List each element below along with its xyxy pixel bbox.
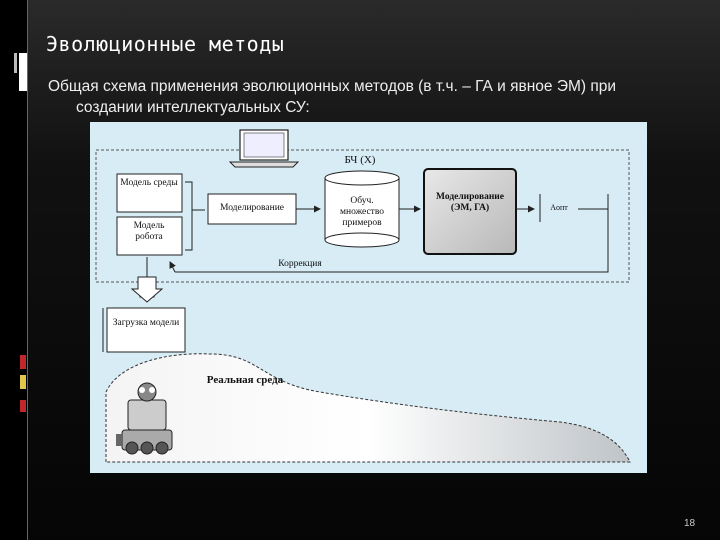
bch-label: БЧ (X) [344, 154, 376, 166]
correction-label: Коррекция [278, 259, 322, 269]
slide-title: Эволюционные методы [46, 32, 285, 56]
evo-modeling-label: Моделирование (ЭМ, ГА) [436, 192, 504, 213]
outer-dashed-frame [95, 149, 630, 283]
real-environment-area [105, 353, 631, 463]
robot-model-label: Модель робота [133, 221, 165, 242]
training-set-cylinder [324, 170, 400, 248]
evolution-scheme-diagram: Модель среды Модель робота Моделирование… [90, 122, 647, 473]
robot-icon [116, 382, 173, 455]
real-env-label: Реальная среда [206, 374, 284, 386]
down-arrow-icon [130, 276, 164, 303]
evo-modeling-box [423, 168, 517, 255]
env-model-box [116, 173, 183, 213]
model-loading-box [106, 307, 186, 353]
laptop-icon [228, 129, 300, 168]
accent-yellow-bar [20, 375, 26, 389]
subtitle-line-1: Общая схема применения эволюционных мето… [48, 78, 617, 95]
subtitle-line-2: создании интеллектуальных СУ: [76, 99, 310, 116]
title-accent-bar [19, 53, 27, 91]
training-set-label: Обуч. множество примеров [339, 196, 385, 228]
title-accent-bar-thin [14, 53, 17, 73]
accent-red-bar-2 [20, 400, 26, 412]
accent-red-bar [20, 355, 26, 369]
diagram-graphics [95, 129, 631, 463]
robot-model-box [116, 216, 183, 256]
model-loading-label: Загрузка модели [112, 318, 180, 328]
a-opt-label: Aопт [550, 203, 568, 212]
slide-left-border [27, 0, 28, 540]
modeling-label: Моделирование [219, 203, 285, 213]
page-number: 18 [684, 518, 696, 529]
slide-subtitle: Общая схема применения эволюционных мето… [48, 76, 688, 118]
env-model-label: Модель среды [120, 178, 178, 188]
